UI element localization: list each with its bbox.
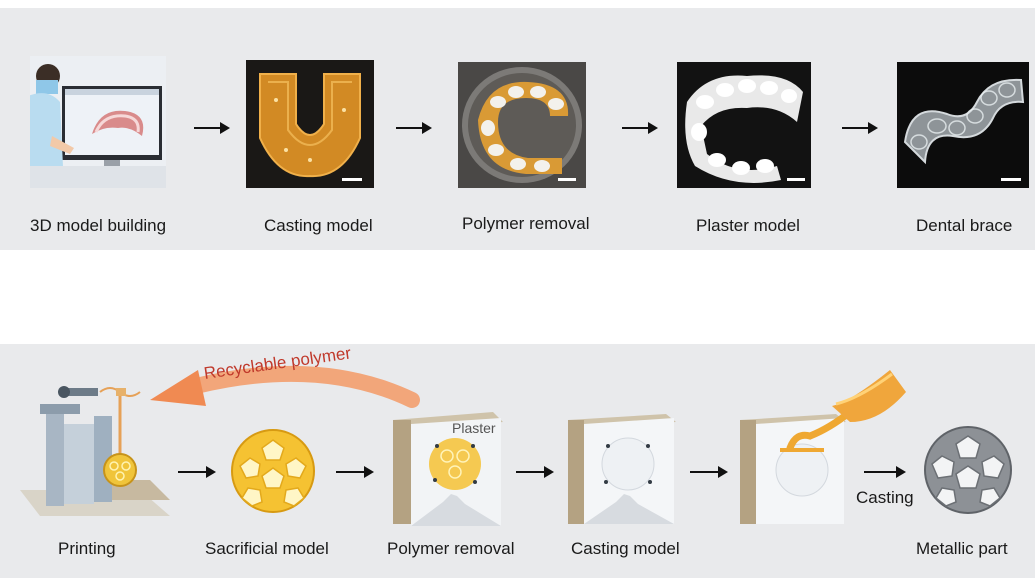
3d-printer-illustration — [20, 386, 170, 516]
plaster-model-photo — [677, 62, 811, 188]
recyclable-polymer-arrow — [150, 365, 420, 408]
scale-bar — [1001, 178, 1021, 181]
flow-arrow — [864, 466, 906, 478]
sacrificial-model-ball — [231, 429, 315, 513]
step-label: Plaster model — [696, 216, 800, 235]
dental-brace-photo — [897, 62, 1029, 188]
flow-arrow — [842, 122, 878, 134]
polymer-removal-photo — [458, 62, 586, 188]
metallic-part-ball — [924, 426, 1012, 514]
casting-model-photo — [246, 60, 374, 188]
step-label: Casting model — [571, 539, 680, 558]
3d-model-building-photo — [30, 56, 166, 188]
casting-pour-block — [740, 370, 906, 524]
step-label: 3D model building — [30, 216, 167, 235]
scale-bar — [342, 178, 362, 181]
flow-arrow — [336, 466, 374, 478]
step-label: Metallic part — [916, 539, 1008, 558]
step-label: Polymer removal — [462, 214, 590, 233]
flow-arrow — [178, 466, 216, 478]
flow-arrow — [622, 122, 658, 134]
step-label: Polymer removal — [387, 539, 515, 558]
scale-bar — [787, 178, 805, 181]
flow-arrow — [396, 122, 432, 134]
flow-arrow — [194, 122, 230, 134]
casting-arrow-label: Casting — [856, 488, 914, 507]
plaster-label: Plaster — [452, 420, 496, 436]
flow-arrow — [516, 466, 554, 478]
scale-bar — [558, 178, 576, 181]
step-label: Casting model — [264, 216, 373, 235]
metal-casting-workflow-panel — [0, 344, 1035, 578]
step-label: Dental brace — [916, 216, 1013, 235]
step-label: Printing — [58, 539, 116, 558]
casting-model-block — [568, 414, 676, 524]
polymer-removal-block — [393, 412, 503, 526]
step-label: Sacrificial model — [205, 539, 329, 558]
flow-arrow — [690, 466, 728, 478]
